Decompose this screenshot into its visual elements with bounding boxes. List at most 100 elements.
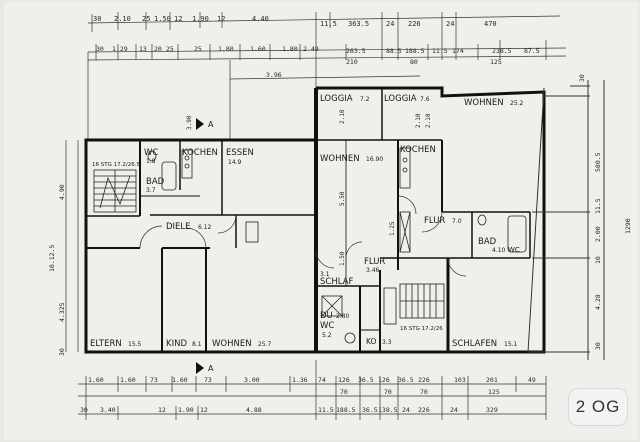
dim-text: 30	[594, 342, 602, 350]
dim-text: 1.90	[192, 15, 209, 23]
dim-text: 36.5	[358, 376, 374, 384]
dim-text: 10.12.5	[48, 245, 56, 272]
dim-text: 4.40	[252, 15, 269, 23]
wardrobe-icon	[399, 211, 411, 253]
dim-text: 1.60	[172, 376, 188, 384]
room-label: KIND	[166, 339, 187, 349]
room-area: 25.2	[510, 100, 524, 107]
top-dimension-row-3: 210 80 125 3.96	[266, 58, 502, 79]
section-marker: A	[208, 120, 214, 129]
dim-text: 1.80	[282, 45, 298, 53]
washbasin-icon	[344, 332, 356, 344]
room-labels: WC 1.8 BAD 3.7 KOCHEN ESSEN 14.9 DIELE 6…	[90, 94, 524, 349]
toilet-icon	[147, 150, 157, 162]
dim-text: 13	[139, 45, 147, 53]
room-label: ESSEN	[226, 148, 254, 158]
dim-text: 3.00	[244, 376, 260, 384]
dim-text: 30	[58, 348, 66, 356]
dim-text: 12	[158, 406, 166, 414]
dim-text: 80	[410, 58, 418, 66]
room-label: SCHLAFEN	[452, 339, 497, 349]
staircase-right	[399, 283, 445, 319]
shower-icon	[321, 295, 343, 317]
section-arrow-icon	[196, 118, 204, 130]
dim-text: 24	[446, 20, 454, 28]
dim-text: 5.50	[339, 191, 346, 206]
dim-text: 238.5	[492, 47, 512, 55]
dim-text: 2.10	[415, 113, 422, 128]
dim-text: 363.5	[348, 20, 369, 28]
right-dimensions: 30 580.5 11.5 2.00 10 4.28 30 1290	[578, 74, 632, 350]
dim-text: 2.10	[339, 109, 346, 124]
room-label: DIELE	[166, 222, 191, 232]
dim-text: 2.10	[114, 15, 131, 23]
dim-text: 11.5	[318, 406, 334, 414]
dim-text: 2	[303, 45, 307, 53]
dim-text: 30	[80, 406, 88, 414]
inner-dimensions: 3.90 2.10 2.10 2.10 5.50 1.50 1.25	[186, 109, 432, 266]
section-markers: A A	[196, 118, 214, 374]
room-area: 3.1	[320, 271, 330, 278]
door-swings	[139, 195, 467, 277]
top-dimension-row-1: 30 2.10 25 1.50 12 1.90 12 4.40 11.5 363…	[93, 15, 497, 28]
room-area: 16.90	[366, 156, 383, 163]
dim-text: 25	[142, 15, 150, 23]
dim-text: 3.96	[266, 71, 282, 79]
room-label: FLUR	[364, 257, 385, 267]
dim-text: 10	[594, 256, 602, 264]
dim-text: 11.5	[320, 20, 337, 28]
room-label: KOCHEN	[182, 148, 218, 158]
room-label: KO	[366, 337, 377, 346]
dim-text: 226	[408, 20, 421, 28]
dim-text: 226	[418, 376, 430, 384]
dim-text: 36.5	[362, 406, 378, 414]
bottom-dimension-row-1: 1.60 1.60 73 1.60 73 3.00 1.36 74 126 36…	[88, 376, 536, 384]
dim-text: 329	[486, 406, 498, 414]
kitchen-counter-right-icon	[399, 147, 411, 189]
room-label: WC	[508, 246, 520, 254]
dim-text: 126	[378, 376, 390, 384]
dim-text: 70	[420, 388, 428, 396]
room-area: 8.1	[192, 341, 202, 348]
dim-text: 1.60	[250, 45, 266, 53]
dim-text: 11.5	[432, 47, 448, 55]
dim-text: 1.90	[178, 406, 194, 414]
room-label: DU	[320, 311, 333, 321]
dim-text: 470	[484, 20, 497, 28]
dim-text: 73	[204, 376, 212, 384]
dim-text: 1.36	[292, 376, 308, 384]
dim-text: 210	[346, 58, 358, 66]
dim-text: 11.5	[594, 198, 602, 214]
room-area: 7.2	[360, 96, 370, 103]
room-area: 7.6	[420, 96, 430, 103]
building-walls	[84, 86, 546, 354]
left-dimensions: 4.90 10.12.5 4.325 30	[48, 140, 79, 356]
room-label: ELTERN	[90, 339, 122, 349]
room-label: WC	[144, 148, 158, 158]
dim-text: 126	[338, 376, 350, 384]
dim-text: 2.00	[594, 226, 602, 242]
room-area: 1.8	[146, 158, 156, 165]
room-area: 7.0	[452, 218, 462, 225]
section-marker: A	[208, 364, 214, 373]
toilet-right-icon	[477, 214, 487, 226]
dim-text: 580.5	[594, 152, 602, 172]
room-label: SCHLAF	[320, 277, 353, 287]
dim-text: 125	[490, 58, 502, 66]
dim-text: 70	[384, 388, 392, 396]
dim-text: 24	[402, 406, 410, 414]
room-area: 4.10	[492, 247, 506, 254]
room-area: 3.46	[366, 267, 380, 274]
floor-level-badge: 2 OG	[568, 388, 628, 426]
dim-text: 125	[488, 388, 500, 396]
dim-text: 1.25	[389, 221, 396, 236]
dim-text: 20	[154, 45, 162, 53]
section-arrow-icon	[196, 362, 204, 374]
dim-text: 188.5	[405, 47, 425, 55]
bathtub-right-icon	[507, 215, 527, 253]
cabinet-icon	[245, 221, 259, 243]
dim-text: 1290	[624, 218, 632, 234]
dim-text: 49	[311, 45, 319, 53]
staircase-left	[93, 169, 137, 213]
dim-text: 12	[217, 15, 225, 23]
